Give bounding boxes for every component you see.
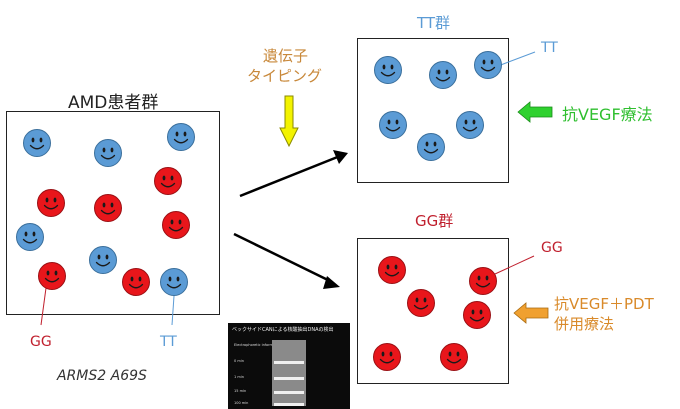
arrow-to-gg-head xyxy=(323,276,340,289)
red-smiley-icon xyxy=(469,267,497,295)
blue-smiley-icon xyxy=(417,133,445,161)
arrow-to-gg xyxy=(233,232,333,284)
gel-lane-label: 100 min xyxy=(234,401,249,405)
combined-therapy-line2: 併用療法 xyxy=(554,315,615,333)
gg-group-title: GG群 xyxy=(415,212,454,230)
amd-group-title: AMD患者群 xyxy=(68,93,159,113)
left-gg-label: GG xyxy=(30,334,52,350)
red-smiley-icon xyxy=(373,343,401,371)
blue-smiley-icon xyxy=(16,223,44,251)
gel-lane-label: 0 min xyxy=(234,359,244,363)
gg-callout-line xyxy=(494,255,535,275)
anti-vegf-therapy-label: 抗VEGF療法 xyxy=(562,105,653,124)
gel-electrophoresis-image: ベックサイドCANによる核酸抽出DNAの検出 Electrophoretic i… xyxy=(228,323,350,409)
gel-lane-label: 1 min xyxy=(234,375,244,379)
gel-lane-label: Electrophoretic information xyxy=(234,343,282,347)
gel-band xyxy=(274,403,304,406)
red-smiley-icon xyxy=(94,194,122,222)
blue-smiley-icon xyxy=(167,123,195,151)
red-smiley-icon xyxy=(38,262,66,290)
blue-smiley-icon xyxy=(23,129,51,157)
gel-band xyxy=(274,377,304,380)
red-smiley-icon xyxy=(154,167,182,195)
gene-name-label: ARMS2 A69S xyxy=(57,368,147,384)
blue-smiley-icon xyxy=(160,268,188,296)
blue-smiley-icon xyxy=(89,246,117,274)
blue-smiley-icon xyxy=(379,111,407,139)
left-tt-callout-line xyxy=(171,295,175,326)
tt-group-title: TT群 xyxy=(417,14,451,32)
arrow-to-tt xyxy=(239,154,341,198)
tt-callout-line xyxy=(497,51,536,67)
red-smiley-icon xyxy=(37,189,65,217)
yellow-down-arrow xyxy=(279,95,299,148)
blue-smiley-icon xyxy=(94,139,122,167)
blue-smiley-icon xyxy=(429,61,457,89)
gel-band xyxy=(274,391,304,394)
blue-smiley-icon xyxy=(474,51,502,79)
typing-label-line1: 遺伝子 xyxy=(263,47,309,65)
gel-title: ベックサイドCANによる核酸抽出DNAの検出 xyxy=(232,327,334,333)
typing-label-line2: タイピング xyxy=(247,67,323,85)
gel-strip xyxy=(272,340,306,406)
green-left-arrow xyxy=(517,101,553,123)
arrow-to-tt-head xyxy=(333,150,348,164)
red-smiley-icon xyxy=(407,289,435,317)
gg-callout-label: GG xyxy=(541,240,563,256)
orange-left-arrow xyxy=(513,302,549,324)
red-smiley-icon xyxy=(162,211,190,239)
red-smiley-icon xyxy=(463,301,491,329)
red-smiley-icon xyxy=(378,256,406,284)
left-gg-callout-line xyxy=(40,287,47,326)
red-smiley-icon xyxy=(440,343,468,371)
tt-callout-label: TT xyxy=(541,40,558,56)
gel-lane-label: 15 min xyxy=(234,389,247,393)
gel-band xyxy=(274,361,304,364)
left-tt-label: TT xyxy=(160,334,177,350)
combined-therapy-line1: 抗VEGF＋PDT xyxy=(554,295,654,313)
red-smiley-icon xyxy=(122,268,150,296)
blue-smiley-icon xyxy=(374,56,402,84)
blue-smiley-icon xyxy=(456,111,484,139)
